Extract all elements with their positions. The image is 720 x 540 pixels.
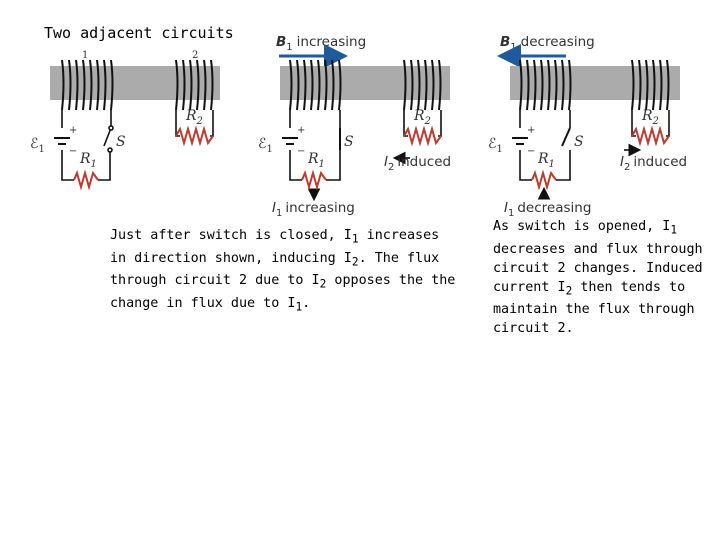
coil-1 <box>61 59 114 111</box>
coil-2 <box>175 59 214 111</box>
iron-core <box>280 66 450 100</box>
battery-plus: + <box>69 125 77 136</box>
switch-label: S <box>574 134 584 150</box>
r2-label: R2 <box>185 108 203 127</box>
resistor-r2 <box>403 125 442 147</box>
resistor-r1 <box>531 169 557 191</box>
coil-2-label: 2 <box>192 50 198 61</box>
emf-label: ℰ1 <box>30 136 45 155</box>
panel-1: 1 2 + − ℰ1 S R1 R2 <box>30 50 220 191</box>
battery-minus: − <box>527 146 535 157</box>
coil-1-label: 1 <box>82 50 88 61</box>
iron-core <box>510 66 680 100</box>
resistor-r1 <box>73 169 99 191</box>
circuit-1-wires <box>61 110 112 181</box>
page-title: Two adjacent circuits <box>44 24 234 42</box>
switch-label: S <box>116 134 126 150</box>
r2-label: R2 <box>641 108 659 127</box>
emf-label: ℰ1 <box>488 136 503 155</box>
battery-minus: − <box>69 146 77 157</box>
battery-minus: − <box>297 146 305 157</box>
r1-label: R1 <box>79 151 97 170</box>
caption-switch-opened: As switch is opened, I1 decreases and fl… <box>493 219 703 337</box>
emf-label: ℰ1 <box>258 136 273 155</box>
switch <box>103 125 114 153</box>
iron-core <box>50 66 220 100</box>
battery-plus: + <box>297 125 305 136</box>
switch-label: S <box>344 134 354 150</box>
resistor-r2 <box>175 125 214 147</box>
r1-label: R1 <box>537 151 555 170</box>
resistor-r2 <box>631 125 670 147</box>
r2-label: R2 <box>413 108 431 127</box>
circuits-diagram: 1 2 + − ℰ1 S R1 R2 <box>30 34 687 219</box>
resistor-r1 <box>301 169 327 191</box>
battery <box>54 137 70 145</box>
battery-plus: + <box>527 125 535 136</box>
r1-label: R1 <box>307 151 325 170</box>
caption-switch-closed: Just after switch is closed, I1 increase… <box>110 228 456 314</box>
